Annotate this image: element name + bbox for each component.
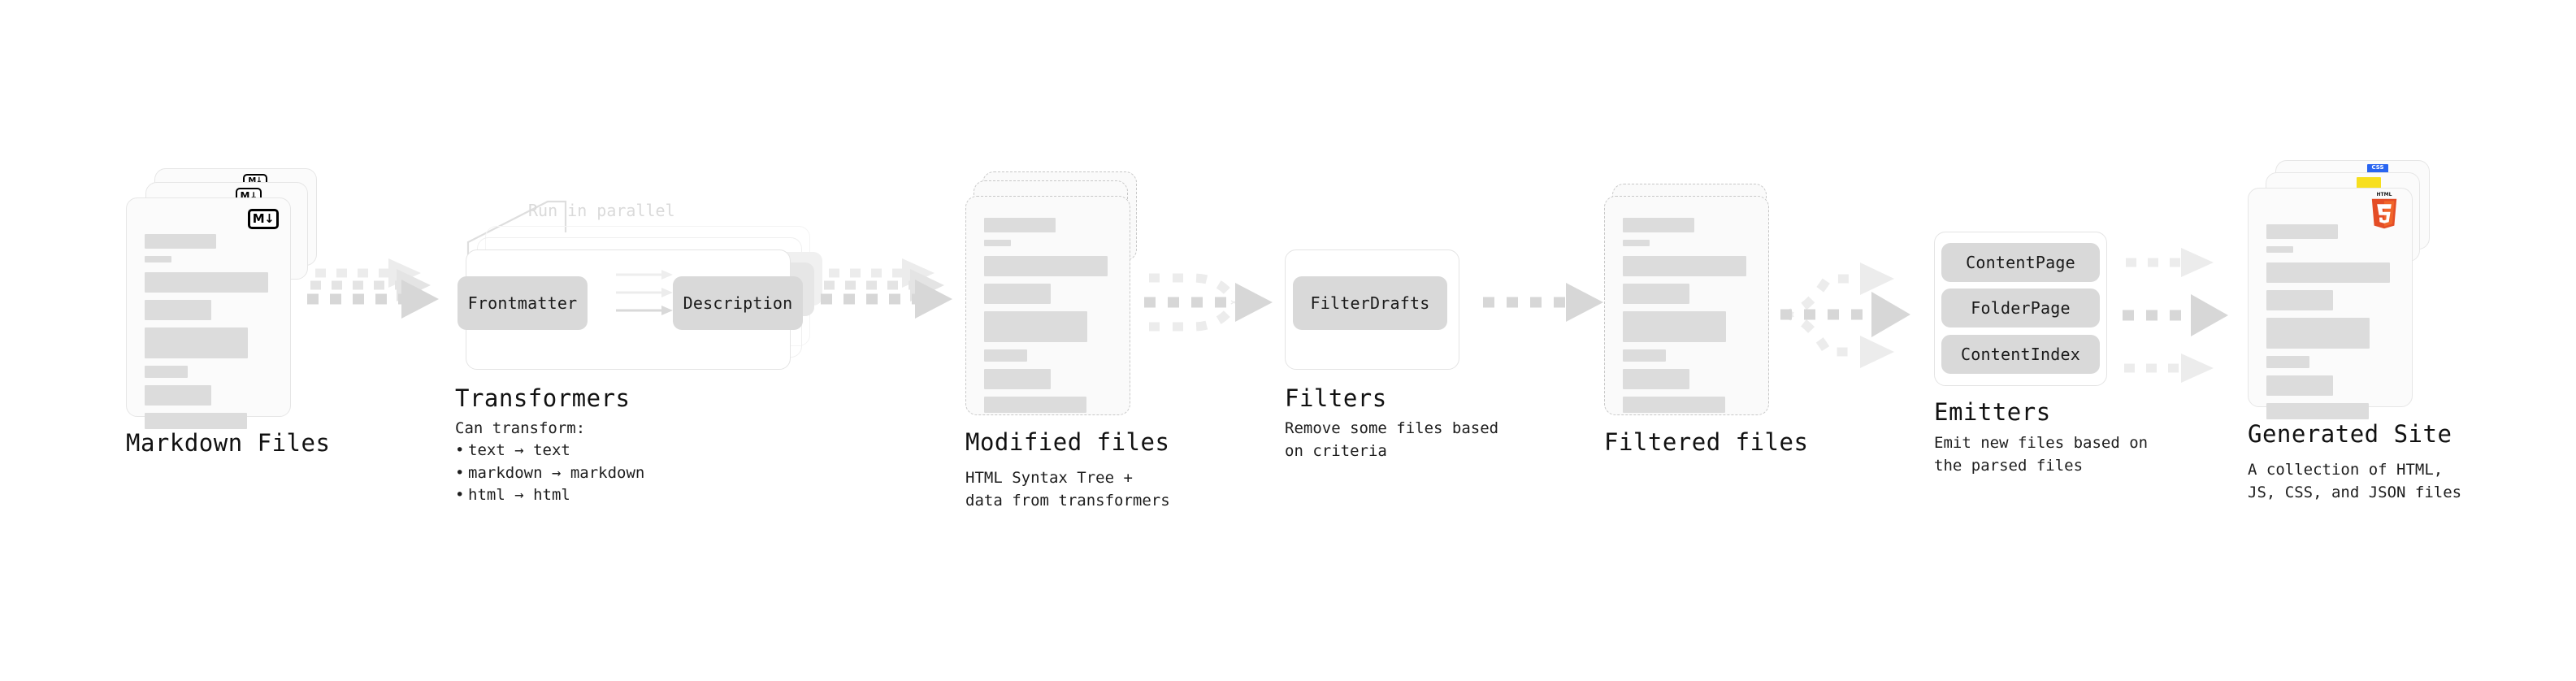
emitters-pill-folderpage[interactable]: FolderPage bbox=[1941, 288, 2100, 327]
transformers-pill-frontmatter[interactable]: Frontmatter bbox=[458, 276, 588, 330]
connector-filters-to-filtered bbox=[1483, 283, 1603, 322]
filtered-placeholder-lines bbox=[1623, 218, 1750, 420]
transformers-bullet-0: •text → text bbox=[455, 441, 570, 459]
transformers-inner-arrows bbox=[616, 270, 673, 315]
emitters-title: Emitters bbox=[1934, 398, 2051, 426]
markdown-icon: M↓ bbox=[248, 209, 279, 229]
transformers-bullet-1: •markdown → markdown bbox=[455, 463, 645, 482]
svg-text:HTML: HTML bbox=[2377, 192, 2392, 197]
transformers-title: Transformers bbox=[455, 384, 631, 412]
modified-placeholder-lines bbox=[984, 218, 1112, 420]
transformers-bullets: •text → text •markdown → markdown •html … bbox=[455, 440, 644, 507]
connector-filtered-to-emitters bbox=[1780, 262, 1910, 368]
markdown-placeholder-lines bbox=[145, 234, 272, 436]
run-in-parallel-bracket bbox=[466, 200, 567, 268]
markdown-card-front: M↓ bbox=[126, 197, 291, 429]
emitters-pill-contentpage[interactable]: ContentPage bbox=[1941, 243, 2100, 282]
css-icon: CSS bbox=[2367, 164, 2388, 174]
filtered-files-title: Filtered files bbox=[1604, 428, 1809, 456]
emitters-subtitle: Emit new files based on the parsed files bbox=[1934, 434, 2149, 475]
connector-emitters-to-site bbox=[2123, 248, 2228, 383]
filtered-card-front bbox=[1604, 196, 1769, 415]
transformers-subtitle: Can transform: bbox=[455, 419, 586, 437]
generated-site-subtitle: A collection of HTML, JS, CSS, and JSON … bbox=[2248, 461, 2462, 501]
site-placeholder-lines bbox=[2266, 224, 2394, 427]
connector-markdown-to-transformers bbox=[307, 258, 439, 319]
connector-transformers-to-modified bbox=[821, 258, 952, 319]
filters-title: Filters bbox=[1285, 384, 1387, 412]
emitters-pill-contentindex[interactable]: ContentIndex bbox=[1941, 335, 2100, 374]
run-in-parallel-label: Run in parallel bbox=[528, 201, 675, 220]
modified-card-front bbox=[965, 196, 1130, 415]
generated-site-title: Generated Site bbox=[2248, 420, 2452, 448]
modified-files-subtitle: HTML Syntax Tree + data from transformer… bbox=[965, 469, 1170, 510]
html5-icon: HTML bbox=[2371, 192, 2397, 229]
modified-files-title: Modified files bbox=[965, 428, 1170, 456]
markdown-files-title: Markdown Files bbox=[126, 429, 331, 457]
connector-modified-to-filters bbox=[1144, 273, 1273, 332]
transformers-bullet-2: •html → html bbox=[455, 486, 570, 505]
filters-subtitle: Remove some files based on criteria bbox=[1285, 419, 1499, 460]
filters-pill-filterdrafts[interactable]: FilterDrafts bbox=[1293, 276, 1447, 330]
transformers-pill-description[interactable]: Description bbox=[673, 276, 803, 330]
